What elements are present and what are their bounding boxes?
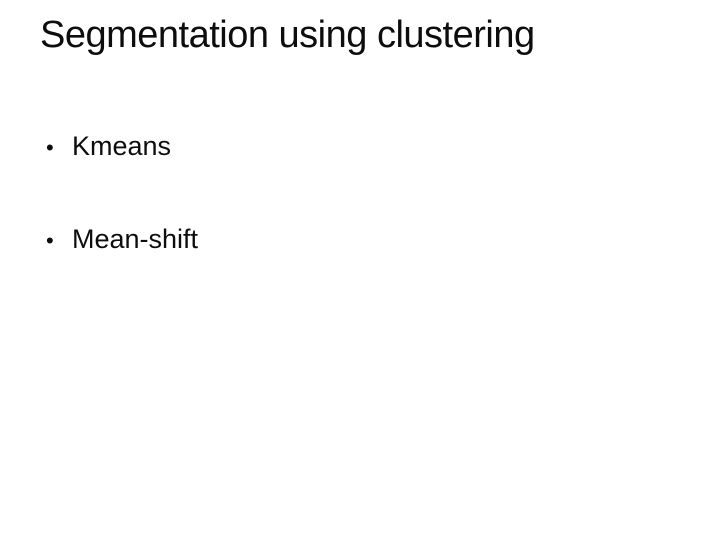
bullet-icon: • xyxy=(46,135,54,160)
bullet-label-mean-shift: Mean-shift xyxy=(72,224,199,254)
bullet-icon: • xyxy=(46,228,54,253)
list-item: • Kmeans xyxy=(46,130,198,164)
slide-title: Segmentation using clustering xyxy=(40,14,535,56)
list-item: • Mean-shift xyxy=(46,223,198,257)
bullet-label-kmeans: Kmeans xyxy=(72,131,172,161)
bullet-list: • Kmeans • Mean-shift xyxy=(46,130,198,316)
